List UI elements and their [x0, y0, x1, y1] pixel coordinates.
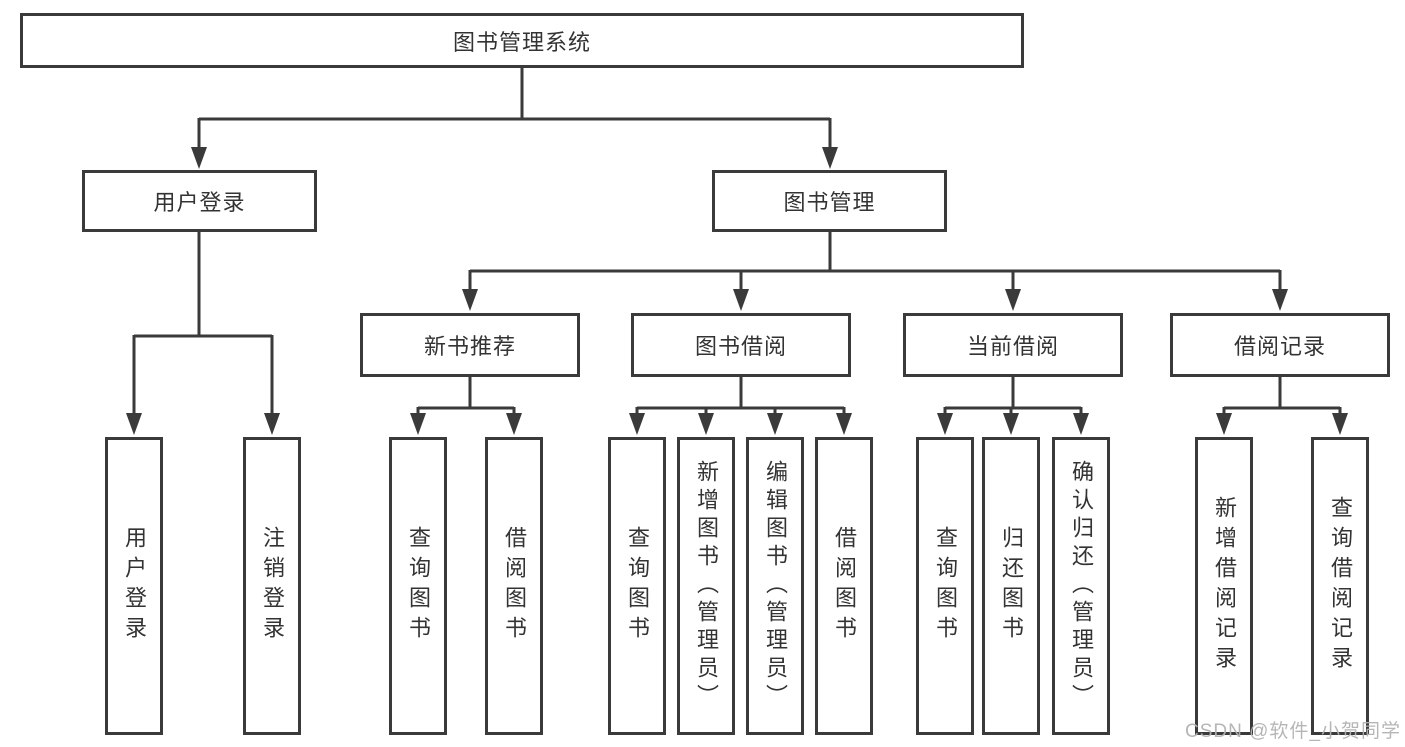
leaf-return-book: 归还图书 — [982, 437, 1040, 735]
leaf-add-borrow-record: 新增借阅记录 — [1195, 437, 1253, 735]
leaf-borrow-book: 借阅图书 — [815, 437, 873, 735]
node-new-book-recommend: 新书推荐 — [360, 313, 580, 377]
node-book-management: 图书管理 — [712, 170, 947, 232]
watermark: CSDN @软件_小贺同学 — [1185, 721, 1401, 742]
node-user-login-label: 用户登录 — [153, 190, 246, 215]
leaf-logout: 注销登录 — [243, 437, 301, 735]
leaf-add-book-admin: 新增图书（管理员） — [677, 437, 735, 735]
node-current-borrow: 当前借阅 — [903, 313, 1123, 377]
leaf-borrow-query-book: 查询图书 — [608, 437, 666, 735]
node-root: 图书管理系统 — [20, 13, 1024, 68]
node-root-label: 图书管理系统 — [452, 29, 591, 55]
node-current-borrow-label: 当前借阅 — [966, 334, 1059, 359]
node-user-login: 用户登录 — [82, 170, 317, 232]
node-borrow-records-label: 借阅记录 — [1233, 334, 1326, 359]
leaf-recommend-borrow-book: 借阅图书 — [485, 437, 543, 735]
leaf-recommend-query-book: 查询图书 — [389, 437, 447, 735]
leaf-edit-book-admin: 编辑图书（管理员） — [746, 437, 804, 735]
leaf-query-borrow-record: 查询借阅记录 — [1311, 437, 1369, 735]
node-book-management-label: 图书管理 — [783, 190, 876, 215]
node-borrow-records: 借阅记录 — [1170, 313, 1390, 377]
leaf-current-query-book: 查询图书 — [916, 437, 974, 735]
leaf-user-login: 用户登录 — [105, 437, 163, 735]
node-new-book-recommend-label: 新书推荐 — [423, 334, 516, 359]
arrowheads — [126, 147, 1348, 435]
node-book-borrow-label: 图书借阅 — [694, 334, 787, 359]
leaf-confirm-return-admin: 确认归还（管理员） — [1052, 437, 1110, 735]
node-book-borrow: 图书借阅 — [631, 313, 851, 377]
